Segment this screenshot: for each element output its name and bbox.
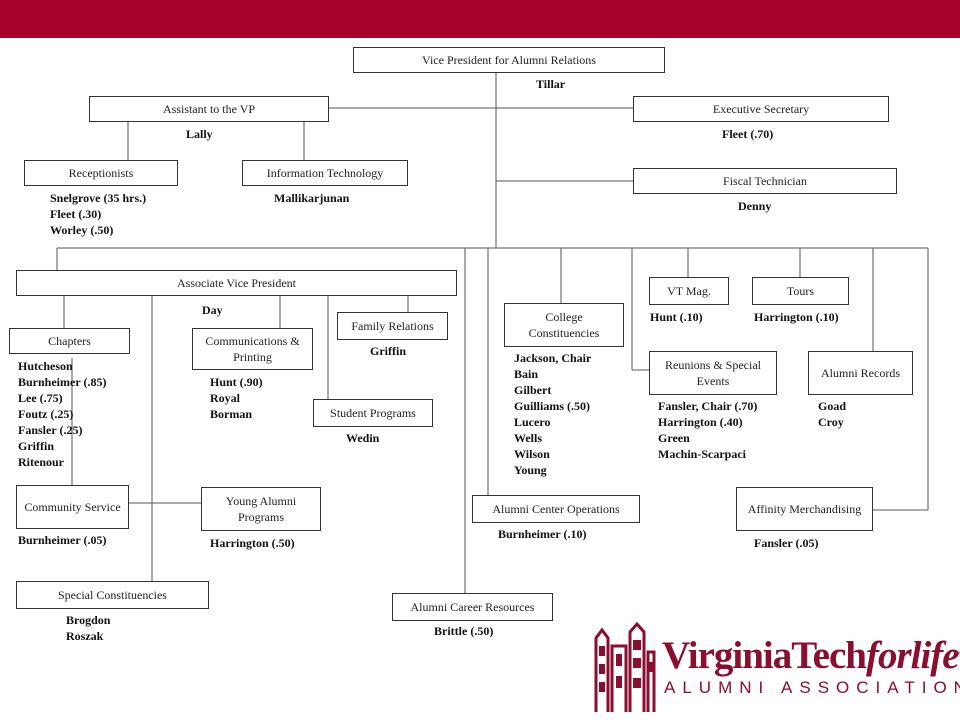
person-name: Lally bbox=[186, 127, 213, 141]
person-name: Tillar bbox=[536, 77, 566, 91]
person-name: Wilson bbox=[514, 447, 550, 461]
person-name: Royal bbox=[210, 391, 240, 405]
vt-mag-names: Hunt (.10) bbox=[650, 309, 703, 325]
person-name: Fansler (.05) bbox=[754, 536, 819, 550]
person-name: Snelgrove (35 hrs.) bbox=[50, 191, 147, 205]
vp-names: Tillar bbox=[536, 76, 565, 92]
person-name: Griffin bbox=[18, 439, 54, 453]
receptionists-names: Snelgrove (35 hrs.) Fleet (.30) Worley (.5… bbox=[50, 190, 146, 238]
person-name: Fansler, Chair (.70) bbox=[658, 399, 758, 413]
logo-wordmark-forlife: forlife bbox=[865, 634, 960, 677]
person-name: Griffin bbox=[370, 344, 406, 358]
person-name: Day bbox=[202, 303, 223, 317]
person-name: Hunt (.90) bbox=[210, 375, 263, 389]
community-service-box: Community Service bbox=[16, 485, 129, 529]
assistant-names: Lally bbox=[186, 126, 213, 142]
alumni-career-box: Alumni Career Resources bbox=[392, 593, 553, 621]
family-relations-names: Griffin bbox=[370, 343, 406, 359]
reunions-box: Reunions & Special Events bbox=[649, 351, 777, 395]
person-name: Goad bbox=[818, 399, 847, 413]
info-tech-names: Mallikarjunan bbox=[274, 190, 349, 206]
tours-names: Harrington (.10) bbox=[754, 309, 839, 325]
person-name: Lee (.75) bbox=[18, 391, 63, 405]
person-name: Brogdon bbox=[66, 613, 111, 627]
community-service-names: Burnheimer (.05) bbox=[18, 532, 106, 548]
family-relations-box: Family Relations bbox=[337, 312, 448, 340]
person-name: Wells bbox=[514, 431, 543, 445]
person-name: Mallikarjunan bbox=[274, 191, 350, 205]
person-name: Harrington (.50) bbox=[210, 536, 295, 550]
info-tech-box: Information Technology bbox=[242, 160, 408, 186]
young-alumni-names: Harrington (.50) bbox=[210, 535, 295, 551]
burruss-tower-icon bbox=[594, 622, 656, 712]
person-name: Fleet (.30) bbox=[50, 207, 102, 221]
person-name: Hunt (.10) bbox=[650, 310, 703, 324]
person-name: Fansler (.25) bbox=[18, 423, 83, 437]
person-name: Foutz (.25) bbox=[18, 407, 74, 421]
college-constituencies-box: College Constituencies bbox=[504, 303, 624, 347]
fiscal-tech-box: Fiscal Technician bbox=[633, 168, 897, 194]
alumni-career-names: Brittle (.50) bbox=[434, 623, 493, 639]
person-name: Green bbox=[658, 431, 690, 445]
person-name: Brittle (.50) bbox=[434, 624, 494, 638]
alumni-center-ops-box: Alumni Center Operations bbox=[472, 495, 640, 523]
special-constituencies-box: Special Constituencies bbox=[16, 581, 209, 609]
person-name: Denny bbox=[738, 199, 772, 213]
person-name: Machin-Scarpaci bbox=[658, 447, 746, 461]
top-banner bbox=[0, 0, 960, 38]
vt-mag-box: VT Mag. bbox=[649, 277, 729, 305]
person-name: Gilbert bbox=[514, 383, 552, 397]
chapters-box: Chapters bbox=[9, 328, 130, 354]
person-name: Jackson, Chair bbox=[514, 351, 592, 365]
alumni-center-ops-names: Burnheimer (.10) bbox=[498, 526, 586, 542]
person-name: Young bbox=[514, 463, 547, 477]
person-name: Burnheimer (.05) bbox=[18, 533, 107, 547]
student-programs-box: Student Programs bbox=[313, 399, 433, 427]
person-name: Borman bbox=[210, 407, 252, 421]
person-name: Bain bbox=[514, 367, 539, 381]
vp-box: Vice President for Alumni Relations bbox=[353, 47, 665, 73]
receptionists-box: Receptionists bbox=[24, 160, 178, 186]
person-name: Wedin bbox=[346, 431, 380, 445]
person-name: Burnheimer (.10) bbox=[498, 527, 587, 541]
person-name: Lucero bbox=[514, 415, 551, 429]
logo-wordmark: VirginiaTechforlifeTM bbox=[662, 634, 960, 678]
person-name: Worley (.50) bbox=[50, 223, 114, 237]
person-name: Hutcheson bbox=[18, 359, 73, 373]
affinity-names: Fansler (.05) bbox=[754, 535, 818, 551]
person-name: Fleet (.70) bbox=[722, 127, 774, 141]
person-name: Burnheimer (.85) bbox=[18, 375, 107, 389]
student-programs-names: Wedin bbox=[346, 430, 379, 446]
comm-printing-box: Communications & Printing bbox=[192, 328, 313, 370]
young-alumni-box: Young Alumni Programs bbox=[201, 487, 321, 531]
logo-subtitle: ALUMNI ASSOCIATION bbox=[664, 678, 960, 697]
tours-box: Tours bbox=[752, 277, 849, 305]
assistant-box: Assistant to the VP bbox=[89, 96, 329, 122]
logo-trademark: TM bbox=[959, 651, 960, 661]
person-name: Croy bbox=[818, 415, 844, 429]
assoc-vp-box: Associate Vice President bbox=[16, 270, 457, 296]
reunions-names: Fansler, Chair (.70) Harrington (.40) Gree… bbox=[658, 398, 757, 462]
person-name: Ritenour bbox=[18, 455, 64, 469]
logo-wordmark-primary: VirginiaTech bbox=[662, 634, 867, 677]
fiscal-tech-names: Denny bbox=[738, 198, 771, 214]
exec-secretary-box: Executive Secretary bbox=[633, 96, 889, 122]
person-name: Guilliams (.50) bbox=[514, 399, 591, 413]
virginia-tech-alumni-logo: VirginiaTechforlifeTM ALUMNI ASSOCIATION bbox=[592, 622, 960, 714]
affinity-box: Affinity Merchandising bbox=[736, 487, 873, 531]
alumni-records-box: Alumni Records bbox=[808, 351, 913, 395]
exec-secretary-names: Fleet (.70) bbox=[722, 126, 773, 142]
person-name: Harrington (.40) bbox=[658, 415, 743, 429]
person-name: Harrington (.10) bbox=[754, 310, 839, 324]
person-name: Roszak bbox=[66, 629, 104, 643]
assoc-vp-names: Day bbox=[202, 302, 223, 318]
